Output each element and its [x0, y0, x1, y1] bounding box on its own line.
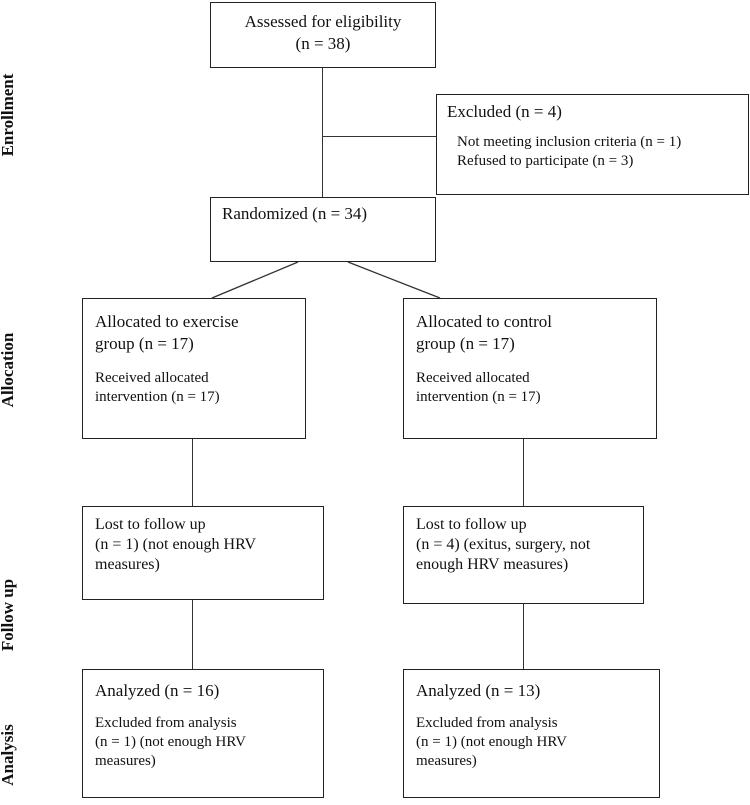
excluded-title: Excluded (n = 4): [447, 102, 562, 121]
exercise-allocated-text: Allocated to exercise group (n = 17): [95, 312, 239, 353]
control-excluded-analysis-text: Excluded from analysis (n = 1) (not enou…: [416, 715, 567, 769]
control-allocated-text: Allocated to control group (n = 17): [416, 312, 552, 353]
excluded-box: Excluded (n = 4) Not meeting inclusion c…: [436, 94, 749, 195]
connector-to-excluded: [322, 136, 436, 138]
randomized-text: Randomized (n = 34): [222, 204, 368, 223]
control-analyzed-text: Analyzed (n = 13): [416, 681, 541, 700]
connector-assessed-randomized: [322, 68, 324, 197]
exercise-lost-box: Lost to follow up (n = 1) (not enough HR…: [82, 506, 324, 600]
exercise-received-text: Received allocated intervention (n = 17): [95, 370, 220, 405]
exercise-allocation-box: Allocated to exercise group (n = 17) Rec…: [82, 298, 306, 439]
control-lost-box: Lost to follow up (n = 4) (exitus, surge…: [403, 506, 644, 604]
randomized-box: Randomized (n = 34): [210, 197, 436, 262]
control-allocation-box: Allocated to control group (n = 17) Rece…: [403, 298, 657, 439]
connector-exercise-allocation-lost: [192, 439, 194, 506]
control-lost-text: Lost to follow up (n = 4) (exitus, surge…: [416, 516, 591, 573]
control-received-text: Received allocated intervention (n = 17): [416, 370, 541, 405]
connector-control-allocation-lost: [523, 439, 525, 506]
split-line-control: [347, 261, 441, 299]
exercise-analyzed-text: Analyzed (n = 16): [95, 681, 220, 700]
connector-exercise-lost-analyzed: [192, 600, 194, 669]
exercise-excluded-analysis-text: Excluded from analysis (n = 1) (not enou…: [95, 715, 246, 769]
exercise-lost-text: Lost to follow up (n = 1) (not enough HR…: [95, 516, 257, 573]
assessed-box: Assessed for eligibility (n = 38): [210, 2, 436, 68]
control-analyzed-box: Analyzed (n = 13) Excluded from analysis…: [403, 669, 660, 798]
exercise-analyzed-box: Analyzed (n = 16) Excluded from analysis…: [82, 669, 324, 798]
split-line-exercise: [211, 261, 299, 299]
assessed-text: Assessed for eligibility (n = 38): [244, 12, 402, 53]
excluded-detail: Not meeting inclusion criteria (n = 1) R…: [457, 134, 682, 169]
connector-control-lost-analyzed: [523, 604, 525, 669]
